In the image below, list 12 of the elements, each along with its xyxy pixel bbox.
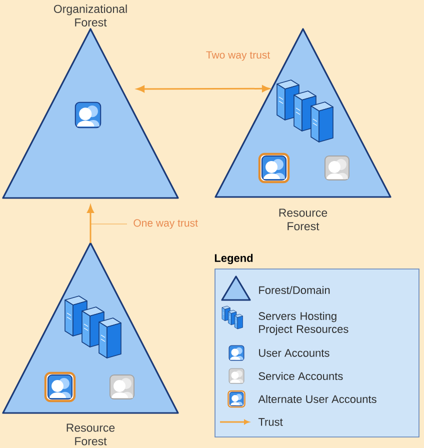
legend-text: Forest/Domain <box>259 286 330 294</box>
legend-text: Servers Hosting Project Resources <box>258 312 348 336</box>
node-label: Organizational Forest <box>54 4 127 26</box>
node-label: Resource Forest <box>66 424 115 446</box>
legend-title: Legend <box>214 254 253 264</box>
legend-text: Alternate User Accounts <box>258 394 376 404</box>
legend-text: Trust <box>258 418 283 426</box>
edge-label: Two way trust <box>206 51 270 61</box>
node-label: Resource Forest <box>279 208 328 230</box>
legend-text: User Accounts <box>259 349 330 357</box>
edge-label: One way trust <box>134 219 198 229</box>
legend-text: Service Accounts <box>258 372 343 380</box>
